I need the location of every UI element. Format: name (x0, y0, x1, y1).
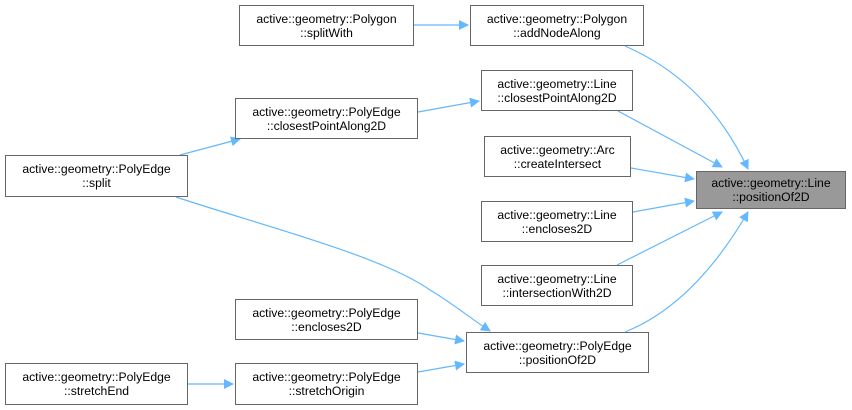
node-line-encloses2d[interactable]: active::geometry::Line ::encloses2D (481, 201, 633, 242)
node-polyedge-encloses2d[interactable]: active::geometry::PolyEdge ::encloses2D (235, 299, 418, 340)
edge-line-encloses2d-to-line-positionof2d (632, 197, 695, 213)
edge-polyedge-stretchorigin-to-polyedge-positionof2d (417, 360, 465, 373)
node-method: ::split (82, 176, 111, 190)
edge-arc-createintersect-to-line-positionof2d (630, 167, 695, 183)
edge-polyedge-split-to-polyedge-closestpointalong2d (179, 136, 241, 156)
node-method: ::stretchOrigin (288, 384, 365, 398)
node-namespace: active::geometry::Line (497, 76, 617, 91)
node-line-positionof2d[interactable]: active::geometry::Line ::positionOf2D (696, 171, 846, 209)
edge-polyedge-closestpointalong2d-to-line-closestpointalong2d (417, 97, 480, 113)
node-method: ::stretchEnd (63, 384, 130, 398)
node-polyedge-positionof2d[interactable]: active::geometry::PolyEdge ::positionOf2… (466, 332, 649, 373)
node-namespace: active::geometry::PolyEdge (252, 104, 401, 119)
node-method: ::positionOf2D (732, 190, 810, 204)
node-arc-createintersect[interactable]: active::geometry::Arc ::createIntersect (484, 136, 631, 177)
node-polyedge-closestpointalong2d[interactable]: active::geometry::PolyEdge ::closestPoin… (235, 98, 418, 139)
node-namespace: active::geometry::PolyEdge (22, 370, 171, 384)
node-method: ::positionOf2D (518, 352, 597, 367)
node-polygon-addnodealong[interactable]: active::geometry::Polygon ::addNodeAlong (470, 5, 644, 46)
node-line-closestpointalong2d[interactable]: active::geometry::Line ::closestPointAlo… (481, 70, 633, 111)
node-polyedge-split[interactable]: active::geometry::PolyEdge ::split (5, 155, 188, 197)
node-namespace: active::geometry::Arc (500, 142, 615, 157)
node-method: ::splitWith (300, 25, 353, 40)
node-line-intersectionwith2d[interactable]: active::geometry::Line ::intersectionWit… (481, 265, 633, 306)
edge-polyedge-positionof2d-to-line-positionof2d (624, 211, 749, 333)
node-namespace: active::geometry::Polygon (256, 11, 397, 26)
node-polygon-splitwith[interactable]: active::geometry::Polygon ::splitWith (239, 5, 414, 46)
node-method: ::createIntersect (513, 156, 602, 171)
node-method: ::closestPointAlong2D (266, 118, 387, 133)
edge-polyedge-split-to-polyedge-positionof2d (175, 196, 491, 332)
node-polyedge-stretchend[interactable]: active::geometry::PolyEdge ::stretchEnd (5, 363, 188, 405)
edge-polyedge-encloses2d-to-polyedge-positionof2d (417, 332, 465, 345)
node-polyedge-stretchorigin[interactable]: active::geometry::PolyEdge ::stretchOrig… (235, 363, 418, 405)
node-method: ::encloses2D (521, 221, 593, 236)
edge-polygon-addnodealong-to-line-positionof2d (624, 45, 749, 170)
node-namespace: active::geometry::Polygon (486, 11, 628, 26)
node-method: ::encloses2D (291, 319, 362, 334)
edge-line-intersectionwith2d-to-line-positionof2d (616, 211, 723, 266)
node-namespace: active::geometry::PolyEdge (22, 162, 171, 176)
node-namespace: active::geometry::PolyEdge (252, 370, 401, 384)
node-namespace: active::geometry::Line (497, 207, 617, 222)
node-namespace: active::geometry::PolyEdge (252, 305, 401, 320)
node-namespace: active::geometry::Line (497, 271, 617, 286)
node-namespace: active::geometry::Line (711, 176, 831, 190)
node-namespace: active::geometry::PolyEdge (483, 338, 632, 353)
node-method: ::addNodeAlong (513, 25, 601, 40)
node-method: ::intersectionWith2D (502, 285, 612, 300)
node-method: ::closestPointAlong2D (497, 90, 617, 105)
edge-line-closestpointalong2d-to-line-positionof2d (617, 110, 723, 168)
